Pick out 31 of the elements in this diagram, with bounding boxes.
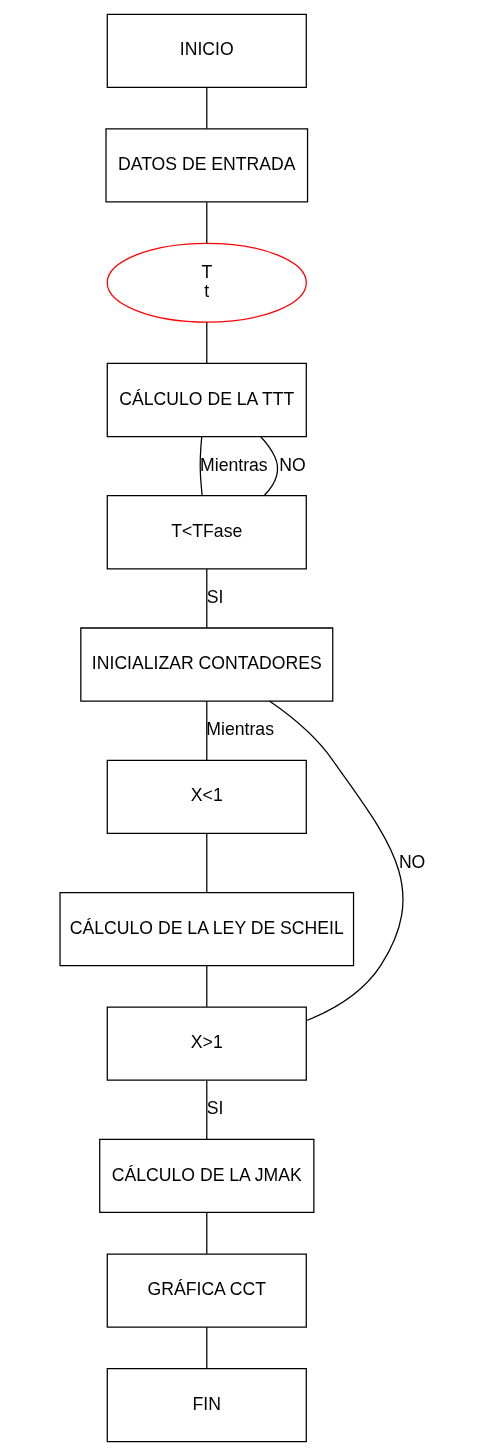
node-ellipse: T t xyxy=(106,242,307,323)
connector xyxy=(206,568,208,629)
connector xyxy=(199,436,203,496)
connector xyxy=(206,321,208,365)
node-box: X<1 xyxy=(106,759,307,834)
connector xyxy=(260,436,279,497)
edge-label: NO xyxy=(279,454,306,475)
connector xyxy=(206,201,208,245)
connector xyxy=(206,832,208,893)
connector xyxy=(206,700,208,761)
edge-label: NO xyxy=(398,851,426,872)
node-box: CÁLCULO DE LA LEY DE SCHEIL xyxy=(59,891,355,967)
node-box: FIN xyxy=(106,1368,307,1443)
node-box: INICIO xyxy=(106,13,307,88)
connector xyxy=(206,86,208,130)
node-box: GRÁFICA CCT xyxy=(106,1253,307,1328)
connector xyxy=(206,1079,208,1140)
edge-label: Mientras xyxy=(206,719,274,740)
connector xyxy=(268,700,404,1022)
edge-label: SI xyxy=(206,1098,224,1119)
edge-label: SI xyxy=(206,587,224,608)
node-box: X>1 xyxy=(106,1006,307,1081)
connector xyxy=(206,1212,208,1255)
connector xyxy=(206,965,208,1008)
node-box: DATOS DE ENTRADA xyxy=(105,128,309,203)
node-box: INICIALIZAR CONTADORES xyxy=(80,627,334,702)
node-box: CÁLCULO DE LA TTT xyxy=(106,362,307,438)
node-box: T<TFase xyxy=(106,495,307,570)
edge-label: Mientras xyxy=(200,454,268,475)
node-box: CÁLCULO DE LA JMAK xyxy=(99,1138,315,1214)
connector xyxy=(206,1326,208,1369)
